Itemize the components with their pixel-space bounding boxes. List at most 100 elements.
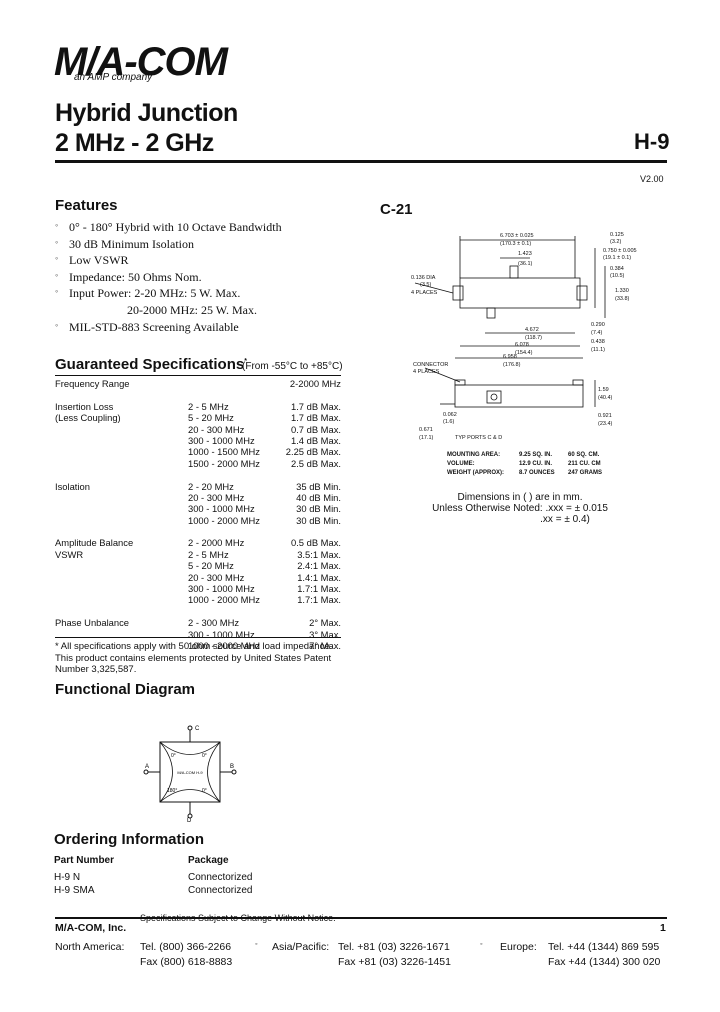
spec-value: 0.5 dB Max. [290,537,341,549]
feature-item-continued: 20-2000 MHz: 25 W. Max. [127,302,257,317]
ordering-row: H-9 SMA Connectorized [54,885,253,896]
ap-label: Asia/Pacific: [272,941,330,953]
model-number: H-9 [634,129,670,154]
bullet-icon: ◦ [55,220,59,230]
spec-row: 5 - 20 MHz 2.4:1 Max. [55,560,341,571]
svg-text:(19.1 ± 0.1): (19.1 ± 0.1) [603,255,631,261]
svg-text:(118.7): (118.7) [525,335,542,341]
spec-value: 2.4:1 Max. [297,560,341,572]
connector-left [452,285,464,301]
feature-item: ◦Input Power: 2-20 MHz: 5 W. Max. [55,286,241,301]
spec-value: 35 dB Min. [296,480,341,492]
spec-value: 1.4:1 Max. [297,571,341,583]
spec-param: Amplitude Balance [55,537,134,549]
mechanical-drawing: 6.703 ± 0.025 (170.3 ± 0.1) 1.423 (36.1)… [411,232,637,476]
svg-text:0.750 ± 0.005: 0.750 ± 0.005 [603,248,637,254]
svg-text:(7.4): (7.4) [591,330,602,336]
feature-item: ◦Low VSWR [55,253,129,268]
spec-value: 2.25 dB Max. [285,446,341,458]
version-label: V2.00 [640,174,664,184]
spec-range: 300 - 1000 MHz [188,583,255,595]
svg-text:WEIGHT (APPROX):: WEIGHT (APPROX): [447,470,504,476]
spec-row: 20 - 300 MHz 1.4:1 Max. [55,572,341,583]
spec-row: 300 - 1000 MHz 30 dB Min. [55,503,341,514]
spec-value: 2° Max. [309,617,341,629]
bullet-icon: ◦ [55,253,59,264]
port-a-label: A [145,764,149,770]
svg-text:4.672: 4.672 [525,327,539,333]
svg-text:VOLUME:: VOLUME: [447,461,475,467]
ap-fax: Fax +81 (03) 3226-1451 [338,956,451,968]
port-b-label: B [230,764,234,770]
svg-text:0.290: 0.290 [591,322,605,328]
svg-text:CONNECTOR: CONNECTOR [413,362,448,368]
specs-rule [55,375,341,376]
spec-range: 5 - 20 MHz [188,412,234,424]
svg-text:1.330: 1.330 [615,288,629,294]
title-line-2: 2 MHz - 2 GHz [55,129,214,157]
spec-param: (Less Coupling) [55,412,121,424]
spec-range: 2 - 5 MHz [188,548,229,560]
ordering-row: H-9 N Connectorized [54,872,253,883]
spec-value: 30 dB Min. [296,503,341,515]
center-label: M/A-COM H-9 [177,770,203,775]
svg-text:(176.8): (176.8) [503,362,521,368]
bullet-icon: ◦ [255,941,258,948]
case-style-label: C-21 [380,201,413,218]
angle-label: 180° [167,788,177,794]
spec-param: Insertion Loss [55,400,114,412]
feature-item: ◦30 dB Minimum Isolation [55,236,195,251]
functional-diagram: C D A B 0° 0° 180° 0° M/A-COM H-9 [143,725,237,822]
svg-text:0.438: 0.438 [591,339,605,345]
spec-range: 20 - 300 MHz [188,571,245,583]
spec-range: 1500 - 2000 MHz [188,457,260,469]
angle-label: 0° [202,753,207,759]
specs-heading: Guaranteed Specifications* [55,356,247,373]
spec-range: 20 - 300 MHz [188,491,245,503]
side-view-body [454,384,584,408]
svg-text:1.59: 1.59 [598,387,609,393]
spec-range: 5 - 20 MHz [188,560,234,572]
svg-text:(154.4): (154.4) [515,350,533,356]
port-b-node [231,769,237,775]
page-number: 1 [660,922,666,934]
features-heading: Features [55,197,118,214]
svg-text:12.9 CU. IN.: 12.9 CU. IN. [519,461,552,467]
angle-label: 0° [171,753,176,759]
specs-rule-bottom [55,637,341,638]
port-c-node [187,725,193,731]
mechanical-table: MOUNTING AREA: 9.25 SQ. IN. 60 SQ. CM. V… [447,452,602,476]
hybrid-arcs [159,741,221,803]
ordering-header-row: Part Number Package [54,855,229,866]
spec-value: 7° Max. [309,639,341,651]
connector-bottom [486,307,496,319]
bullet-icon: ◦ [480,941,483,948]
svg-text:MOUNTING AREA:: MOUNTING AREA: [447,452,500,458]
footer-notice: Specifications Subject to Change Without… [140,913,336,923]
svg-text:0.136 DIA: 0.136 DIA [411,275,436,281]
svg-text:8.7 OUNCES: 8.7 OUNCES [519,470,555,476]
bullet-icon: ◦ [55,319,59,330]
svg-text:(10.5): (10.5) [610,273,625,279]
feature-item: ◦MIL-STD-883 Screening Available [55,319,239,334]
port-d-label: D [187,818,192,822]
svg-text:(23.4): (23.4) [598,421,613,427]
spec-value: 2-2000 MHz [289,378,341,389]
svg-text:(1.6): (1.6) [443,419,454,425]
spec-range: 300 - 1000 MHz [188,503,255,515]
spec-range: 1000 - 1500 MHz [188,446,260,458]
svg-text:6.703 ± 0.025: 6.703 ± 0.025 [500,233,534,239]
feature-item: ◦Impedance: 50 Ohms Nom. [55,269,202,284]
na-label: North America: [55,941,125,953]
feature-item: ◦0° - 180° Hybrid with 10 Octave Bandwid… [55,220,282,234]
spec-range: 2 - 300 MHz [188,617,240,629]
svg-text:4 PLACES: 4 PLACES [413,369,440,375]
functional-heading: Functional Diagram [55,681,196,698]
svg-text:9.25 SQ. IN.: 9.25 SQ. IN. [519,452,552,458]
